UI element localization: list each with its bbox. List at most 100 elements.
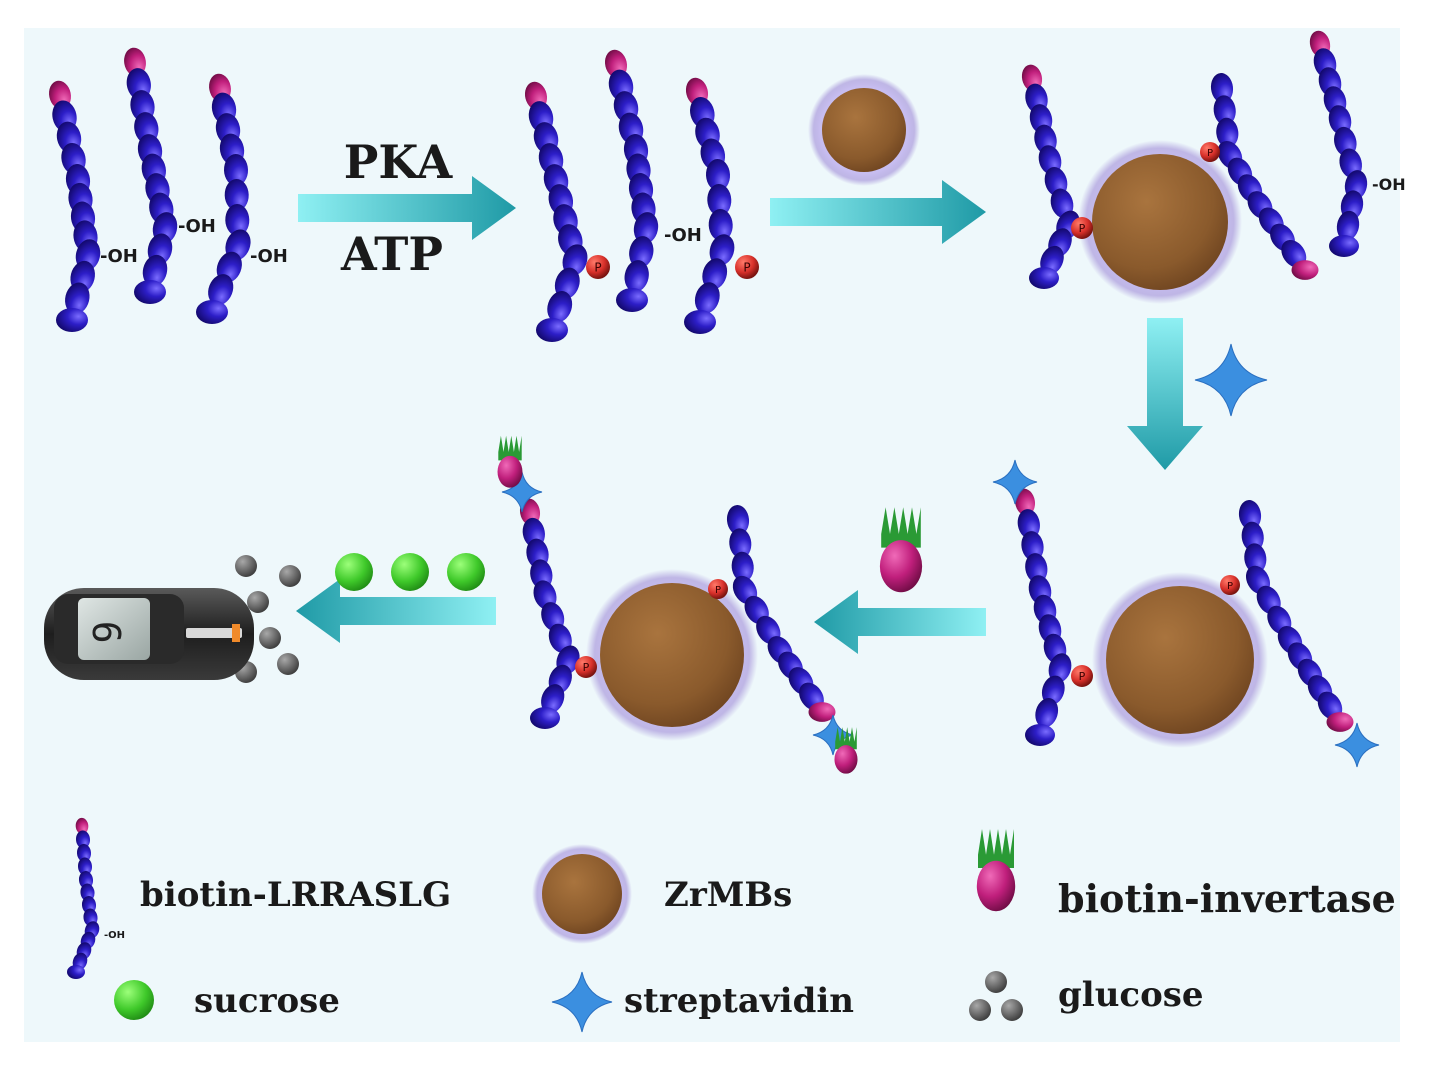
process-arrow: [814, 590, 986, 654]
streptavidin-star: [1334, 722, 1380, 768]
strip-tip: [232, 624, 240, 642]
amino-acid-bead: [1244, 543, 1267, 574]
streptavidin-star: [501, 471, 543, 513]
amino-acid-bead: [1025, 553, 1048, 583]
phosphate-label: P: [743, 261, 750, 275]
amino-acid-bead: [624, 260, 649, 292]
hydroxyl-label: -OH: [250, 246, 288, 267]
invertase-body: [976, 860, 1016, 912]
phosphate-label: P: [583, 661, 590, 674]
peptide-chain: [524, 81, 588, 342]
peptide-chain: [1238, 500, 1354, 732]
hydroxyl-label: -OH: [664, 225, 702, 246]
invertase-leaves: [881, 507, 921, 548]
biotin-bead: [1326, 712, 1354, 732]
amino-acid-bead: [726, 505, 750, 535]
legend-invertase-icon: [976, 829, 1016, 912]
amino-acid-bead: [729, 528, 752, 559]
peptide-chain: [519, 498, 580, 729]
sucrose-dot: [391, 553, 429, 591]
phosphate-label: P: [715, 585, 721, 596]
amino-acid-bead: [77, 857, 93, 876]
amino-acid-bead: [1213, 95, 1236, 126]
zrmb-bead: [822, 88, 906, 172]
peptide-chain: [604, 49, 659, 312]
zrmb-bead: [1092, 154, 1228, 290]
atp-label: ATP: [340, 227, 443, 281]
invertase-body: [834, 745, 858, 774]
process-arrow: [298, 176, 516, 240]
zrmb-beads: [586, 74, 1268, 748]
phosphate-label: P: [1079, 670, 1086, 683]
amino-acid-bead: [616, 288, 648, 312]
amino-acid-bead: [1241, 521, 1264, 552]
amino-acid-bead: [1041, 675, 1065, 706]
peptide-chain: [684, 77, 735, 334]
biotin-bead: [808, 702, 836, 722]
peptide-chain: [1210, 73, 1319, 280]
amino-acid-bead: [1281, 239, 1307, 268]
phosphate-group: [1071, 665, 1093, 687]
peptide-chain: [124, 47, 178, 304]
peptide-chain: [49, 80, 101, 332]
amino-acid-bead: [1238, 500, 1262, 530]
amino-acid-bead: [225, 204, 250, 236]
invertase-icon: [497, 435, 523, 488]
sugar-marks: [235, 553, 485, 683]
test-strip: [186, 628, 242, 638]
amino-acid-bead: [65, 282, 90, 315]
amino-acid-bead: [223, 154, 249, 186]
invertase-body: [497, 455, 523, 488]
peptide-chain: [1021, 64, 1080, 289]
phosphate-label: P: [1227, 581, 1233, 592]
amino-acid-bead: [633, 212, 659, 244]
invertase-body: [879, 540, 923, 593]
amino-acid-bead: [1210, 73, 1234, 103]
zrmb-bead: [600, 583, 744, 727]
invertase-leaves: [498, 435, 522, 461]
pka-label: PKA: [344, 135, 454, 189]
amino-acid-bead: [1050, 188, 1074, 219]
amino-acid-bead: [629, 236, 654, 268]
amino-acid-bead: [536, 318, 568, 342]
sucrose-dot: [335, 553, 373, 591]
legend-streptavidin-icon: [551, 971, 613, 1033]
legend-peptide-label: biotin-LRRASLG: [140, 875, 451, 915]
hydroxyl-label: -OH: [1372, 175, 1406, 194]
streptavidin-star: [1194, 343, 1268, 417]
amino-acid-bead: [76, 844, 92, 862]
legend-invertase-label: biotin-invertase: [1058, 876, 1396, 921]
glucose-dot: [969, 999, 991, 1021]
amino-acid-bead: [530, 707, 560, 729]
phosphate-label: P: [594, 261, 601, 275]
glucose-dot: [279, 565, 301, 587]
amino-acid-bead: [1035, 697, 1059, 728]
streptavidin-star: [992, 459, 1038, 505]
amino-acid-bead: [547, 291, 573, 323]
amino-acid-bead: [67, 965, 85, 979]
glucose-dot: [985, 971, 1007, 993]
zrmb-bead: [1106, 586, 1254, 734]
phosphate-group: [575, 656, 597, 678]
process-arrows: [296, 176, 1203, 654]
legend-glucose-icon: [969, 971, 1023, 1021]
phosphate-group: [586, 255, 610, 279]
amino-acid-bead: [731, 551, 754, 582]
amino-acid-bead: [1216, 117, 1239, 148]
legend-peptide-chain: [67, 817, 100, 979]
amino-acid-bead: [1336, 210, 1360, 241]
process-arrow: [296, 579, 496, 643]
peptide-chains: [49, 30, 1368, 746]
streptavidin-marks: [501, 343, 1380, 768]
glucose-dot: [1001, 999, 1023, 1021]
amino-acid-bead: [541, 684, 565, 714]
phosphate-group: [708, 579, 728, 599]
process-arrow: [770, 180, 986, 244]
invertase-leaves: [978, 829, 1014, 868]
amino-acid-bead: [548, 623, 572, 653]
glucose-dot: [247, 591, 269, 613]
glucose-dot: [259, 627, 281, 649]
invertase-marks: [497, 435, 923, 774]
legend-sucrose-dot: [114, 980, 154, 1020]
